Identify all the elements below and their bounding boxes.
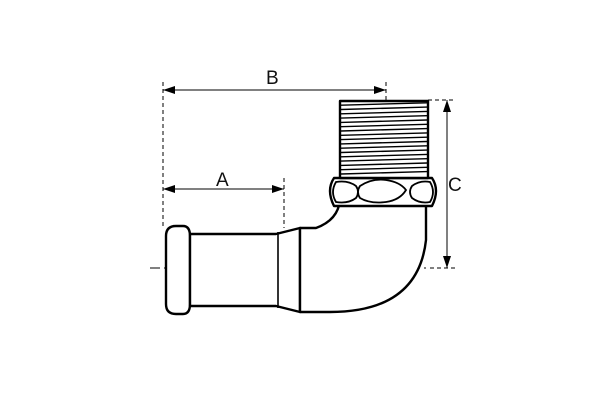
thread-line [340,162,428,167]
thread-line [340,106,428,111]
thread-line [340,149,428,154]
thread-line [340,115,428,119]
thread-line [340,170,428,175]
thread-line [340,166,428,171]
press-sleeve [188,226,302,314]
thread-line [340,127,428,132]
dimension-label-b: B [266,68,279,89]
thread-line [340,119,428,124]
thread-line [340,153,428,158]
elbow-body [298,194,428,314]
thread-line [340,136,428,141]
hex-facet-center [357,178,408,204]
hex-facet-right [409,180,434,204]
hex-facet-left [332,180,359,204]
dimension-label-c: C [448,175,462,196]
dimension-lines [163,86,451,268]
thread-lines [340,102,428,175]
thread-line [340,132,428,136]
thread-line [340,102,428,106]
fitting-body [164,99,438,316]
thread-line [340,110,428,115]
hex-facets [332,178,434,204]
thread-line [340,140,428,145]
thread-line [340,158,428,162]
dimension-label-a: A [216,170,229,191]
thread-line [340,145,428,149]
press-end-cap [164,224,192,316]
thread-line [340,123,428,128]
